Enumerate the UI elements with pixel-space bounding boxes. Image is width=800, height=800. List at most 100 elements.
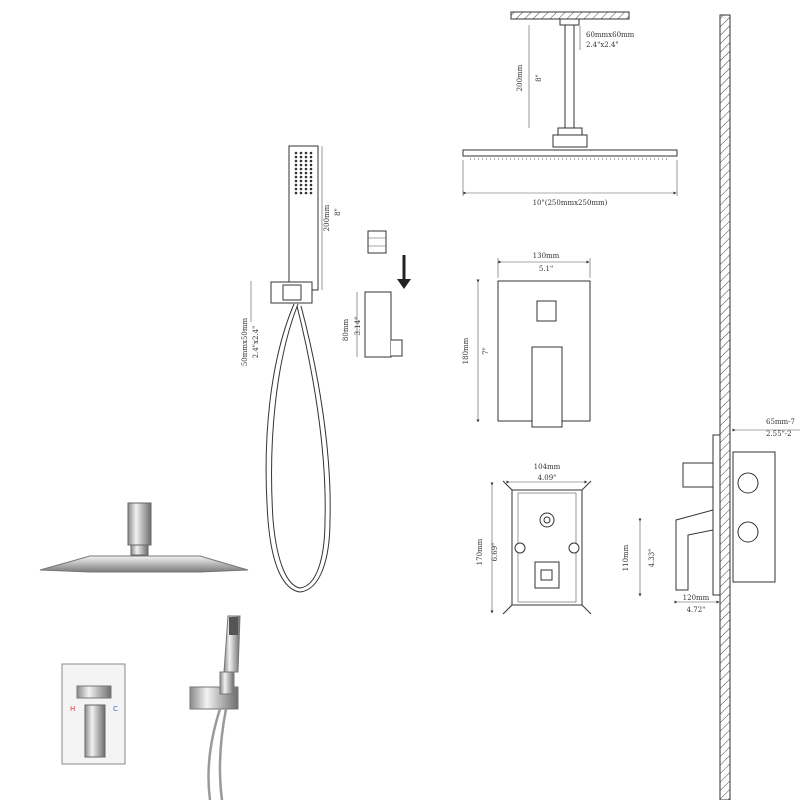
spray-nozzle xyxy=(304,171,308,175)
spray-nozzle xyxy=(294,175,298,179)
trim-height-mm: 180mm xyxy=(462,337,470,364)
valve-width-in: 4.09" xyxy=(538,474,557,482)
mixer-photo: H C xyxy=(61,663,126,765)
spray-nozzle xyxy=(309,183,313,187)
bracket-size-in: 2.4"x2.4" xyxy=(252,326,260,359)
spray-nozzle xyxy=(299,167,303,171)
spray-nozzle xyxy=(294,187,298,191)
photo-hose xyxy=(207,708,228,800)
mixer-handle xyxy=(531,346,563,428)
trim-width-in: 5.1" xyxy=(539,265,553,273)
spray-nozzle xyxy=(309,155,313,159)
hand-shower-length-mm: 200mm xyxy=(323,204,331,231)
spray-nozzle xyxy=(304,167,308,171)
hand-shower-length-in: 8" xyxy=(334,208,342,216)
spray-nozzle xyxy=(309,167,313,171)
ceiling-shower-head-drawing: 60mmx60mm 2.4"x2.4" 200mm 8" 10"(250mmx2… xyxy=(462,11,678,207)
shower-head-plate xyxy=(462,149,678,157)
spray-nozzle xyxy=(299,175,303,179)
hot-mark: H xyxy=(70,705,75,713)
spray-nozzle xyxy=(304,187,308,191)
photo-shower-arm xyxy=(127,502,152,546)
spray-nozzle xyxy=(299,191,303,195)
valve-port-right xyxy=(568,542,580,554)
arm-square-mm: 60mmx60mm xyxy=(586,31,635,39)
hose-outer xyxy=(265,303,331,593)
ceiling-plate xyxy=(510,11,630,20)
arm-length-in: 8" xyxy=(535,74,543,82)
spray-nozzle xyxy=(299,159,303,163)
spray-nozzle xyxy=(309,187,313,191)
valve-width-mm: 104mm xyxy=(534,463,561,471)
spray-nozzle xyxy=(304,163,308,167)
photo-shower-head xyxy=(39,555,249,573)
side-depth-mm: 65mm-7 xyxy=(766,418,795,426)
ceiling-flange xyxy=(559,18,580,26)
connector-nut xyxy=(367,230,387,254)
holder-drawing: 80mm 3.14" xyxy=(342,230,411,358)
spray-nozzle xyxy=(294,151,298,155)
side-depth-in: 2.55"-2 xyxy=(766,430,792,438)
spray-nozzle xyxy=(304,159,308,163)
spray-nozzle xyxy=(304,175,308,179)
swivel-joint xyxy=(552,134,588,148)
spray-nozzle xyxy=(299,187,303,191)
photo-diverter xyxy=(76,685,112,699)
diverter-knob-side xyxy=(682,462,714,488)
spray-nozzle xyxy=(299,183,303,187)
spray-nozzle xyxy=(299,163,303,167)
spray-nozzle xyxy=(294,171,298,175)
hand-shower-drawing: 200mm 8" 50mmx50mm 2.4"x2.4" xyxy=(241,145,342,593)
spray-nozzle xyxy=(294,155,298,159)
hand-shower-body xyxy=(288,145,319,291)
holder-height-mm: 80mm xyxy=(342,319,350,342)
spray-nozzle xyxy=(304,191,308,195)
spray-nozzle xyxy=(304,155,308,159)
spray-nozzle xyxy=(309,163,313,167)
spray-nozzle xyxy=(294,191,298,195)
spray-nozzle xyxy=(309,159,313,163)
valve-height-mm: 170mm xyxy=(476,538,484,565)
down-arrow-icon xyxy=(397,279,411,289)
side-height-mm: 110mm xyxy=(622,544,630,571)
spray-nozzle xyxy=(299,151,303,155)
trim-height-in: 7" xyxy=(482,347,490,355)
arm-square-in: 2.4"x2.4" xyxy=(586,41,619,49)
spray-nozzle xyxy=(304,183,308,187)
arm-length-mm: 200mm xyxy=(516,64,524,91)
spray-nozzle xyxy=(294,159,298,163)
side-port-upper xyxy=(737,472,759,494)
mounting-lugs xyxy=(502,480,592,615)
spray-nozzles xyxy=(294,151,313,195)
hose-inner xyxy=(271,303,326,589)
side-view-drawing: 65mm-7 2.55"-2 110mm 4.33" 120mm 4.72" xyxy=(622,418,800,614)
valve-box-side xyxy=(732,451,776,583)
trim-width-mm: 130mm xyxy=(533,252,560,260)
spray-nozzle xyxy=(309,191,313,195)
spray-nozzle xyxy=(304,151,308,155)
shower-arm xyxy=(564,24,575,129)
diverter-button xyxy=(536,300,557,322)
wall-plate-side xyxy=(712,434,721,596)
spray-nozzle xyxy=(309,171,313,175)
cold-mark: C xyxy=(113,705,118,713)
valve-height-in: 6.69" xyxy=(491,543,499,562)
holder-height-in: 3.14" xyxy=(354,317,362,336)
valve-port-left xyxy=(514,542,526,554)
side-port-lower xyxy=(737,521,759,543)
shower-head-photo xyxy=(39,502,249,573)
side-height-in: 4.33" xyxy=(648,549,656,568)
photo-handle xyxy=(84,704,106,758)
spray-nozzle xyxy=(294,183,298,187)
spray-nozzle xyxy=(299,179,303,183)
hand-shower-holder xyxy=(364,291,392,358)
head-size-label: 10"(250mmx250mm) xyxy=(533,199,608,207)
side-width-in: 4.72" xyxy=(687,606,706,614)
spray-nozzle xyxy=(294,167,298,171)
spray-nozzle xyxy=(309,179,313,183)
valve-body-drawing: 104mm 4.09" 170mm 6.69" xyxy=(476,463,592,615)
wall-section xyxy=(719,14,731,800)
bracket-size-mm: 50mmx50mm xyxy=(241,317,249,366)
handle-side xyxy=(675,509,714,591)
